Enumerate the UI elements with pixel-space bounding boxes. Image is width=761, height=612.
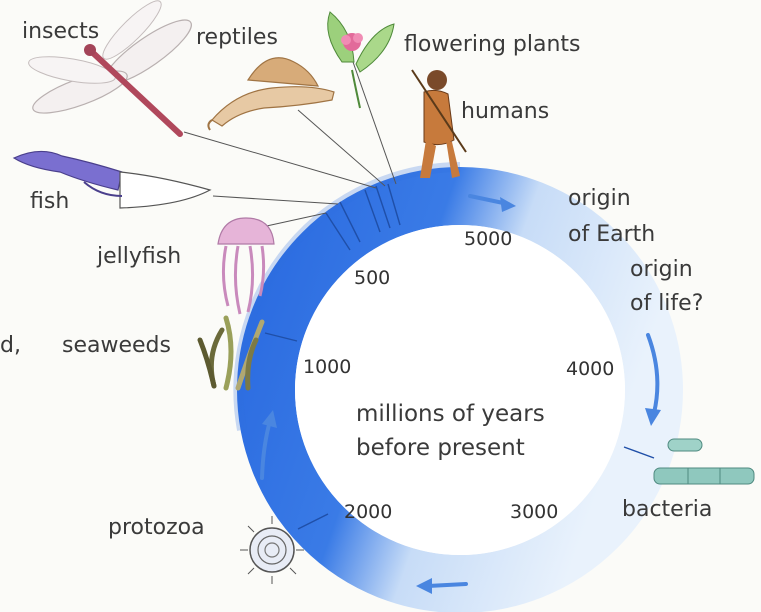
flowering-plant-illustration [328, 12, 394, 108]
label-flowering-plants: flowering plants [404, 32, 581, 57]
arrow-bottom [428, 584, 466, 586]
label-jellyfish: jellyfish [96, 244, 181, 269]
scale-1000: 1000 [303, 356, 351, 378]
label-origin-life-line2: of life? [630, 291, 703, 316]
label-origin-earth-line2: of Earth [568, 222, 655, 247]
center-line1: millions of years [356, 401, 545, 427]
margin-text-fragment: d, [0, 333, 21, 358]
scale-3000: 3000 [510, 501, 558, 523]
label-seaweeds: seaweeds [62, 333, 171, 358]
human-illustration [412, 70, 466, 178]
label-fish: fish [30, 189, 69, 214]
label-reptiles: reptiles [196, 25, 278, 50]
label-humans: humans [461, 99, 549, 124]
scale-500: 500 [354, 267, 390, 289]
label-protozoa: protozoa [108, 515, 205, 540]
scale-2000: 2000 [344, 501, 392, 523]
center-line2: before present [356, 435, 525, 461]
scale-4000: 4000 [566, 358, 614, 380]
label-origin-life-line1: origin [630, 257, 693, 282]
label-insects: insects [22, 19, 99, 44]
label-bacteria: bacteria [622, 497, 712, 522]
scale-5000: 5000 [464, 228, 512, 250]
reptile-illustration [208, 58, 334, 130]
label-origin-earth-line1: origin [568, 186, 631, 211]
